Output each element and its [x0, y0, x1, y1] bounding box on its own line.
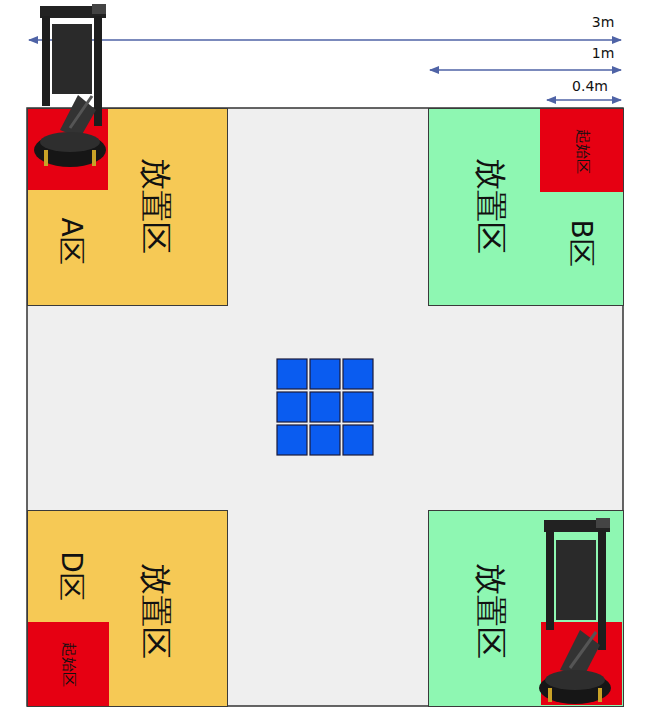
start-label: 起始区: [575, 129, 590, 174]
dimension-line: [547, 99, 621, 100]
dimension-line: [430, 69, 621, 70]
zone-area: 放置区 B区 起始区: [428, 108, 624, 306]
zone-area: A区 放置区: [27, 108, 228, 306]
start-area: 起始区: [540, 109, 623, 192]
field-ground: [27, 108, 623, 706]
zone-label: 放置区: [475, 563, 507, 659]
dimension-label: 0.4m: [572, 78, 608, 94]
dimension-line: [29, 39, 621, 40]
zone-label: 放置区: [475, 158, 507, 254]
zone-area: 放置区: [428, 510, 624, 707]
zone-label: A区: [57, 217, 85, 264]
zone-label: 放置区: [140, 158, 172, 254]
start-label: 起始区: [61, 642, 76, 687]
zone-label: 放置区: [140, 563, 172, 659]
dimension-label: 3m: [592, 14, 615, 30]
zone-label: B区: [567, 219, 595, 266]
zone-area: D区 放置区起始区: [27, 510, 228, 707]
block-grid: [277, 359, 373, 455]
zone-label: D区: [57, 551, 85, 601]
dimension-label: 1m: [592, 45, 615, 61]
start-area: 起始区: [28, 622, 109, 706]
